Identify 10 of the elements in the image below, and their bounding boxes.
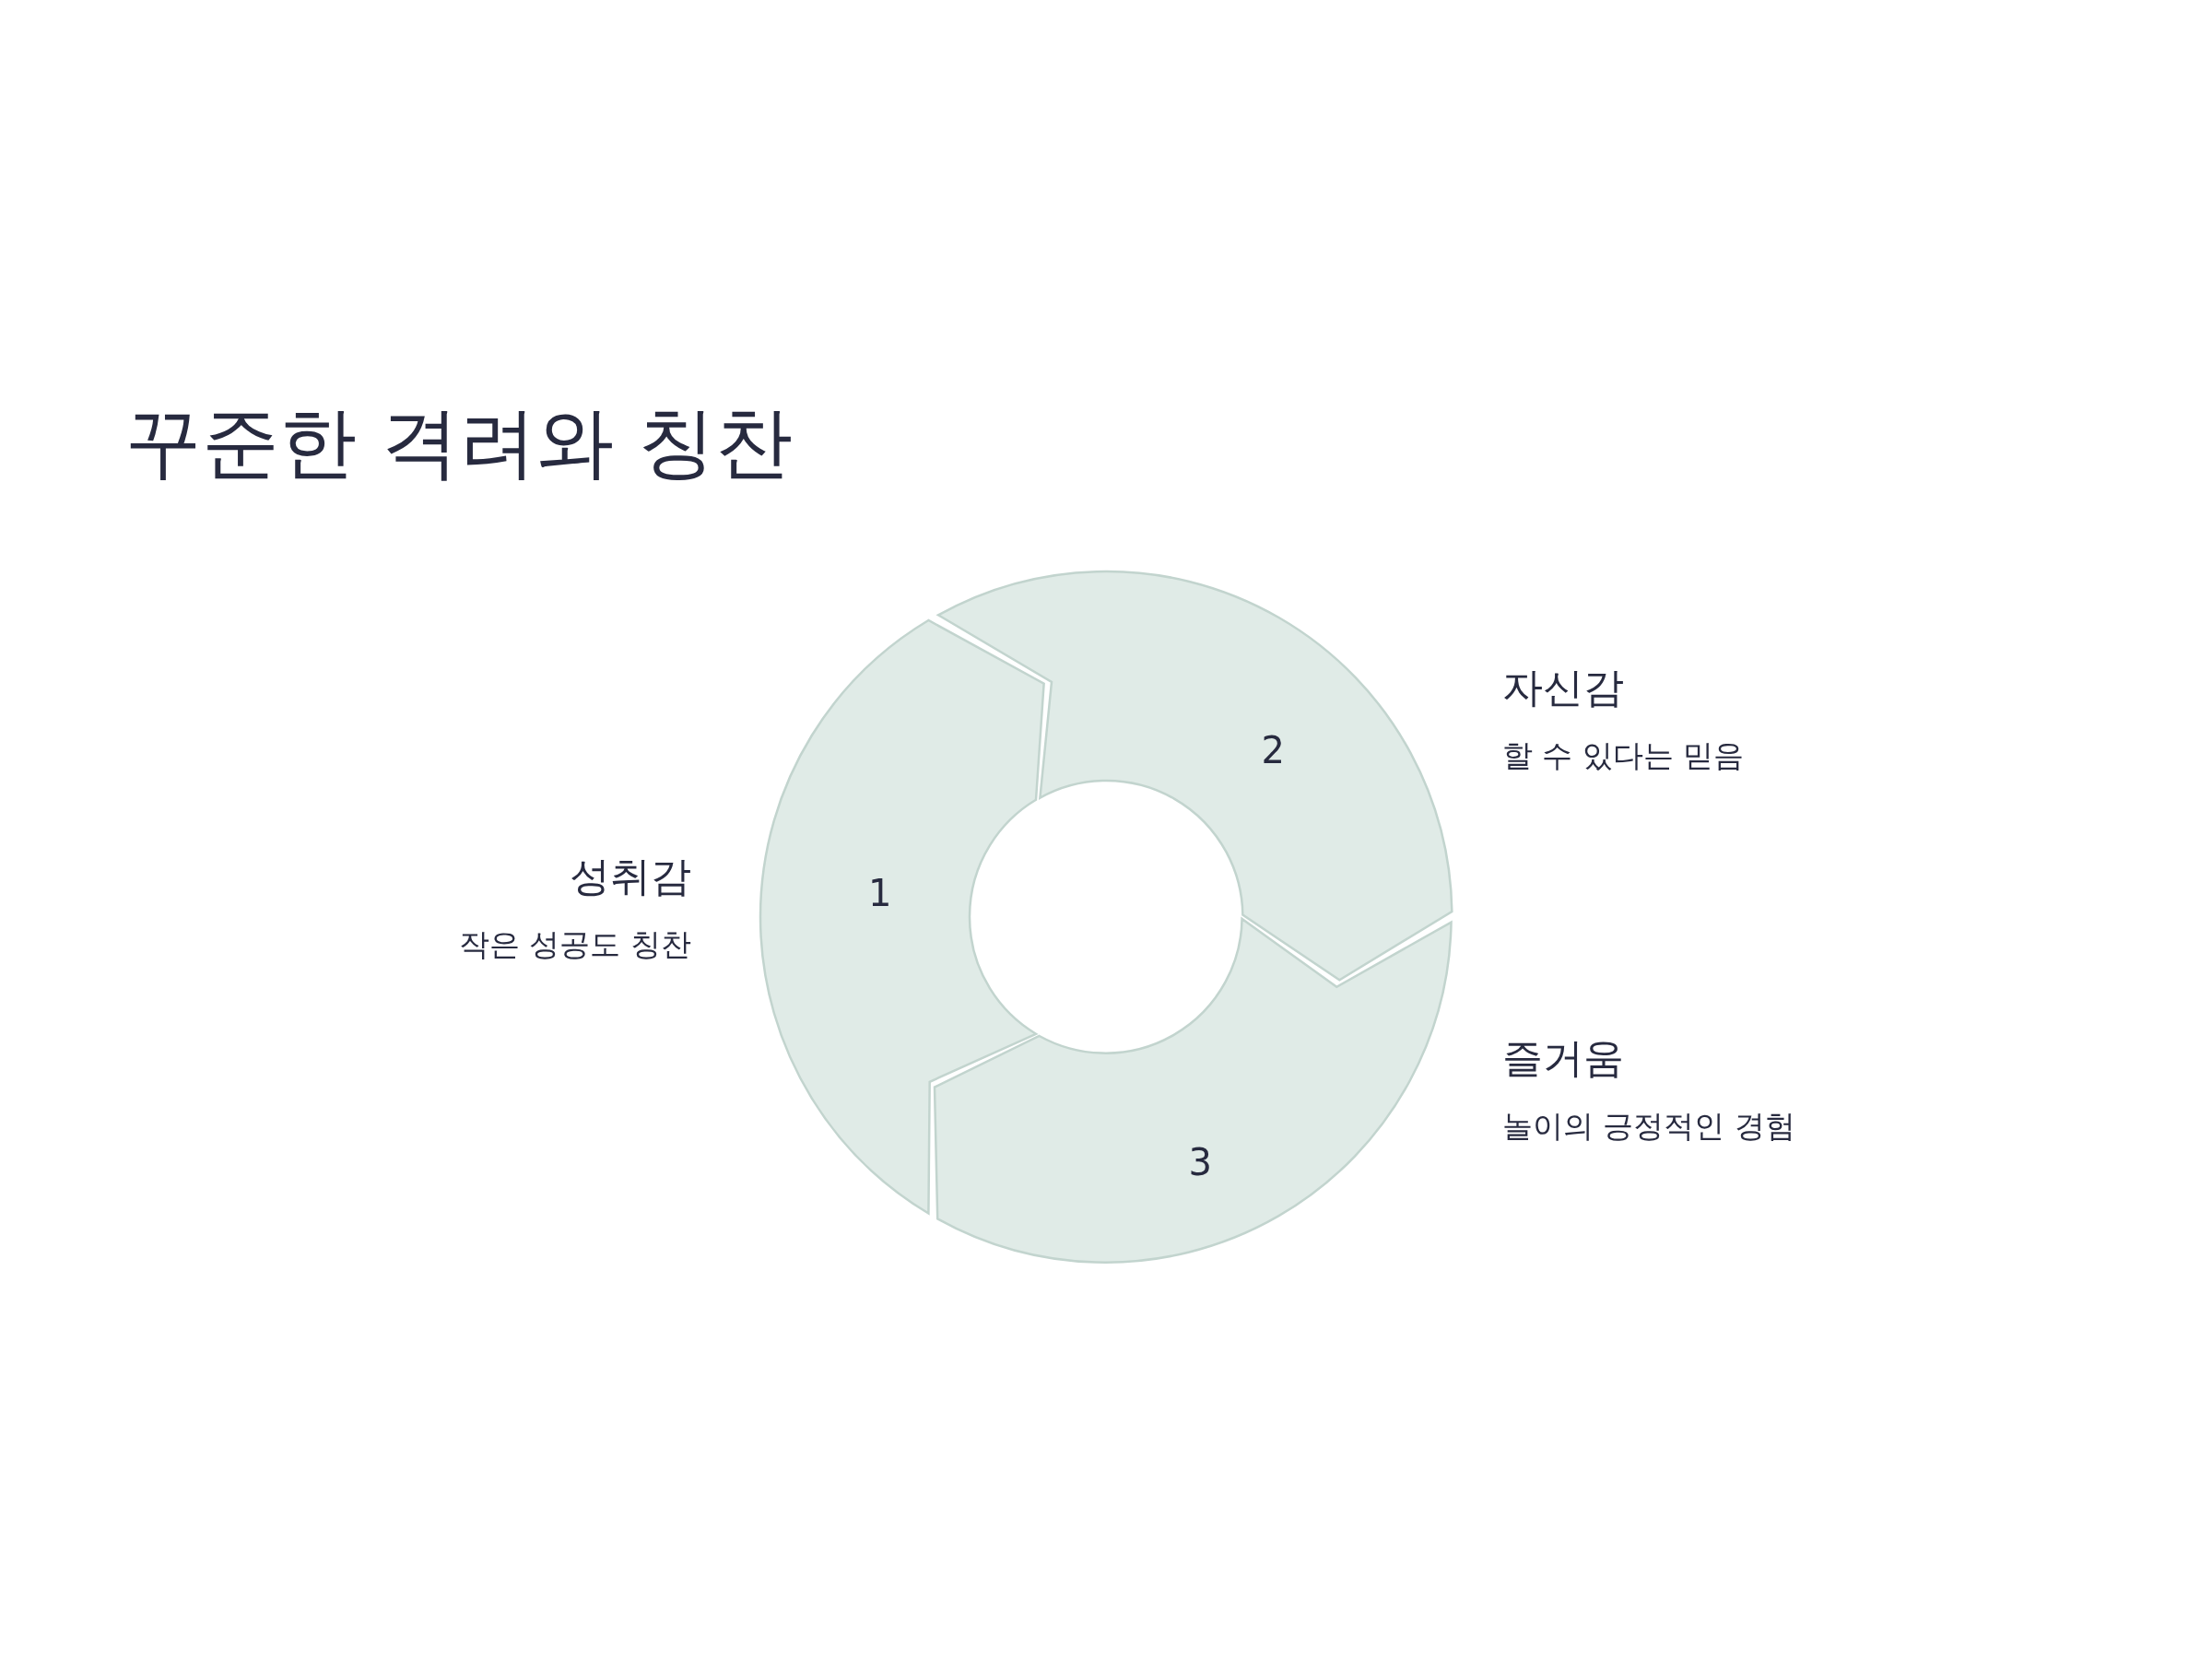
segment-description: 할 수 있다는 믿음	[1502, 737, 1745, 774]
slide-title: 꾸준한 격려와 칭찬	[124, 396, 794, 489]
segment-heading: 성취감	[570, 853, 691, 901]
step-number: 2	[1261, 732, 1285, 770]
segment-heading: 즐거움	[1502, 1034, 1624, 1083]
segment-description: 작은 성공도 칭찬	[459, 926, 691, 963]
step-number: 1	[867, 875, 892, 912]
segment-heading: 자신감	[1502, 664, 1624, 712]
step-number: 3	[1188, 1144, 1213, 1182]
segment-description: 놀이의 긍정적인 경험	[1502, 1108, 1795, 1145]
